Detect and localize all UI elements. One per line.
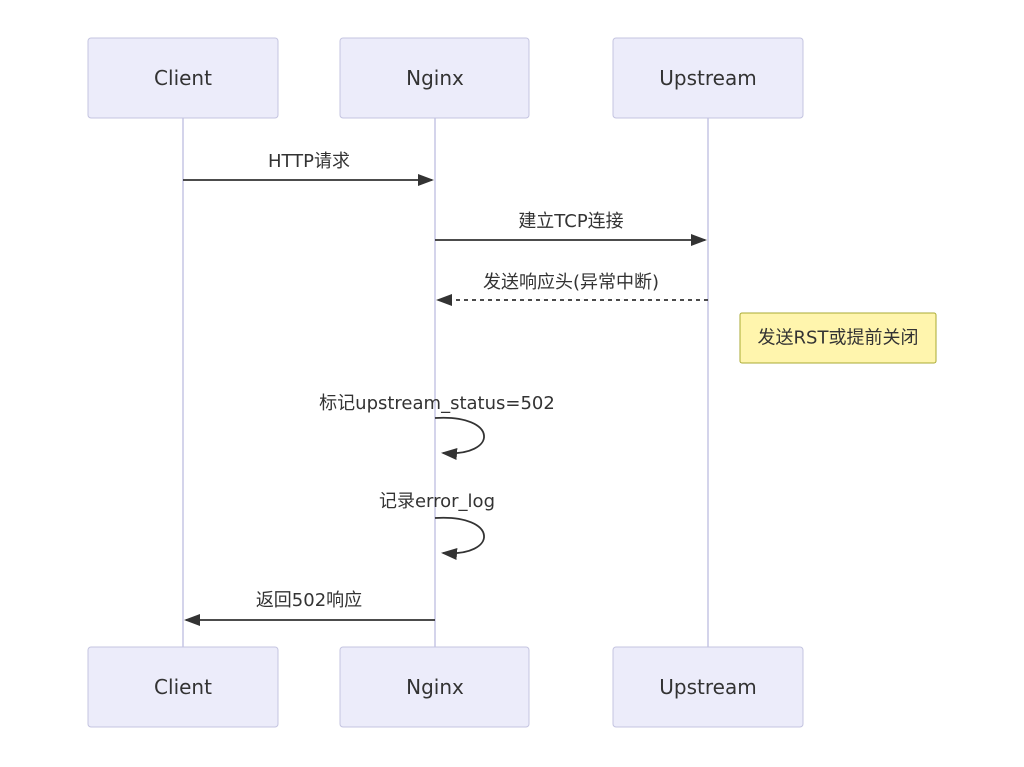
actor-box xyxy=(339,37,530,119)
actor-bottom-upstream: Upstream xyxy=(612,646,804,728)
message-label-tcp-connect: 建立TCP连接 xyxy=(518,211,623,232)
actor-label-nginx-bottom: Nginx xyxy=(406,675,464,699)
actor-box xyxy=(612,646,804,728)
actor-label-upstream-bottom: Upstream xyxy=(659,675,756,699)
self-loop-mark-upstream-status xyxy=(434,416,485,460)
note-right-of-upstream: 发送RST或提前关闭 xyxy=(739,312,937,364)
actor-box xyxy=(87,646,279,728)
actor-top-upstream: Upstream xyxy=(612,37,804,119)
message-label-http-request: HTTP请求 xyxy=(268,151,350,172)
actor-box xyxy=(87,37,279,119)
actor-label-upstream: Upstream xyxy=(659,66,756,90)
actor-label-client: Client xyxy=(154,66,212,90)
actor-box xyxy=(339,646,530,728)
actor-top-client: Client xyxy=(87,37,279,119)
actor-label-client-bottom: Client xyxy=(154,675,212,699)
message-label-mark-upstream-status: 标记upstream_status=502 xyxy=(319,393,555,414)
note-label: 发送RST或提前关闭 xyxy=(758,328,919,349)
actor-box xyxy=(612,37,804,119)
actor-bottom-nginx: Nginx xyxy=(339,646,530,728)
message-label-return-502: 返回502响应 xyxy=(256,590,362,611)
message-label-record-error-log: 记录error_log xyxy=(379,491,495,512)
note-box xyxy=(739,312,937,364)
actor-label-nginx: Nginx xyxy=(406,66,464,90)
message-label-response-header-abort: 发送响应头(异常中断) xyxy=(483,272,659,293)
actor-bottom-client: Client xyxy=(87,646,279,728)
self-loop-record-error-log xyxy=(434,516,485,560)
actor-top-nginx: Nginx xyxy=(339,37,530,119)
